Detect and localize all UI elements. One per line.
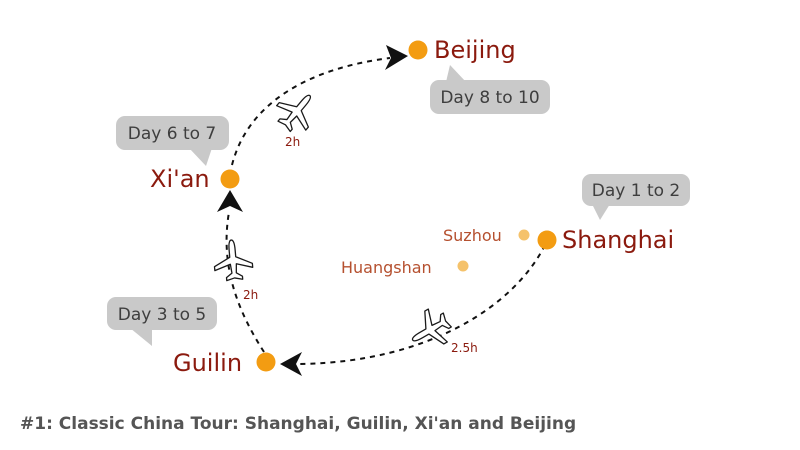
airplane-icon: [211, 237, 255, 283]
airplane-icon: [268, 82, 326, 140]
city-dot-beijing: [408, 40, 428, 60]
arrowhead-icon: [385, 45, 408, 70]
side-trip-label-huangshan: Huangshan: [341, 258, 432, 277]
diagram-caption: #1: Classic China Tour: Shanghai, Guilin…: [20, 414, 577, 434]
side-trip-label-suzhou: Suzhou: [443, 226, 502, 245]
arrowhead-icon: [280, 352, 302, 376]
day-badge-xian: Day 6 to 7: [116, 116, 229, 166]
svg-text:Day 3 to 5: Day 3 to 5: [118, 305, 206, 325]
flight-duration-guilin-xian: 2h: [243, 288, 258, 302]
city-dot-suzhou: [518, 229, 530, 241]
day-badge-shanghai: Day 1 to 2: [582, 174, 690, 220]
city-dot-huangshan: [457, 260, 469, 272]
city-label-guilin: Guilin: [173, 349, 242, 377]
svg-text:Day 1 to 2: Day 1 to 2: [592, 181, 680, 201]
city-label-shanghai: Shanghai: [562, 226, 674, 254]
city-label-beijing: Beijing: [434, 36, 516, 64]
city-label-xian: Xi'an: [150, 165, 210, 193]
route-xian-beijing: [231, 57, 391, 166]
city-dot-xian: [220, 169, 240, 189]
arrowhead-icon: [217, 190, 243, 212]
day-badge-guilin: Day 3 to 5: [107, 297, 217, 346]
route-guilin-xian: [225, 211, 265, 353]
city-dot-guilin: [256, 352, 276, 372]
flight-duration-xian-beijing: 2h: [285, 135, 300, 149]
svg-text:Day 6 to 7: Day 6 to 7: [128, 124, 216, 144]
airplane-icon: [402, 302, 458, 358]
city-dot-shanghai: [537, 230, 557, 250]
flight-duration-shanghai-guilin: 2.5h: [451, 341, 478, 355]
svg-text:Day 8 to 10: Day 8 to 10: [440, 88, 539, 108]
day-badge-beijing: Day 8 to 10: [430, 65, 550, 114]
